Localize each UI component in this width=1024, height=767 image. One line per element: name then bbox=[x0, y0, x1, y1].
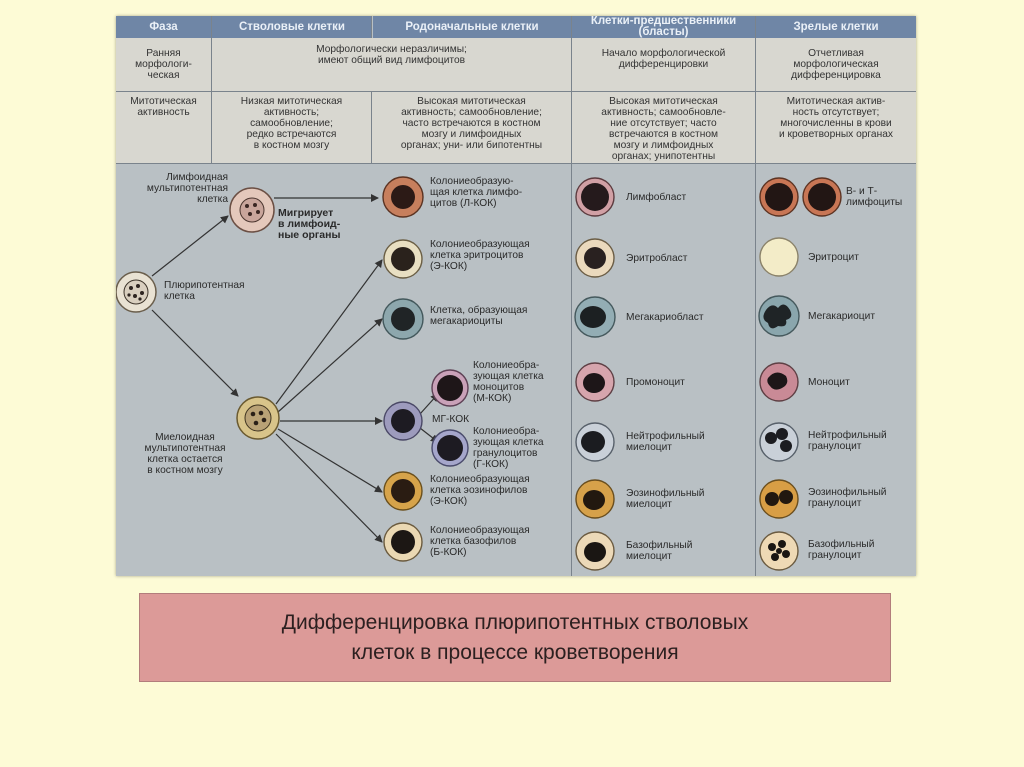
row-morphology-label: Ранняя морфологи- ческая bbox=[116, 38, 211, 91]
label-basophilic-myelocyte: Базофильный миелоцит bbox=[626, 540, 693, 562]
row-mitotic-progenitor: Высокая митотическая активность; самообн… bbox=[372, 92, 571, 164]
grid-line bbox=[116, 91, 916, 92]
differentiation-diagram: Лимфоидная мультипотентная клетка Мигрир… bbox=[116, 164, 916, 576]
label-pluripotent: Плюрипотентная клетка bbox=[164, 280, 245, 302]
lymphocyte-b-cell bbox=[759, 177, 799, 217]
row-mitotic-stem: Низкая митотическая активность; самообно… bbox=[212, 92, 371, 164]
mgkok-cell bbox=[383, 401, 423, 441]
label-lymphoblast: Лимфобласт bbox=[626, 192, 687, 203]
label-bkok: Колониеобразующая клетка базофилов (Б-КО… bbox=[430, 525, 530, 558]
diagram-graphics bbox=[116, 176, 842, 571]
row-morphology-stem: Морфологически неразличимы; имеют общий … bbox=[212, 38, 571, 91]
arrow-myeloid-to-mega bbox=[277, 318, 383, 413]
gkok-cell bbox=[431, 429, 469, 467]
erythroblast-cell bbox=[575, 238, 615, 278]
label-erythrocyte: Эритроцит bbox=[808, 252, 859, 263]
myeloid-multipotent-cell bbox=[236, 396, 280, 440]
arrow-pluripotent-to-myeloid bbox=[151, 309, 239, 397]
header-mature-cells: Зрелые клетки bbox=[756, 16, 916, 38]
bkok-cell bbox=[383, 522, 423, 562]
label-eosinophilic-myelocyte: Эозинофильный миелоцит bbox=[626, 488, 705, 510]
neutrophilic-granulocyte-cell bbox=[759, 422, 799, 462]
label-eosinophilic-granulocyte: Эозинофильный гранулоцит bbox=[808, 487, 887, 509]
grid-line bbox=[571, 16, 572, 576]
header-precursor-cells: Клетки-предшественники (бласты) bbox=[572, 16, 755, 38]
grid-line bbox=[116, 163, 916, 164]
row-morphology-mature: Отчетливая морфологическая дифференциров… bbox=[756, 38, 916, 91]
header-stem-cells: Стволовые клетки bbox=[212, 16, 372, 38]
header-progenitor-cells: Родоначальные клетки bbox=[373, 16, 571, 38]
lymphoblast-cell bbox=[575, 177, 615, 217]
caption-line-1: Дифференцировка плюрипотентных стволовых bbox=[281, 610, 749, 634]
label-gkok: Колониеобра- зующая клетка гранулоцитов … bbox=[473, 426, 544, 470]
eokok-cell bbox=[383, 471, 423, 511]
row-mitotic-label: Митотическая активность bbox=[116, 92, 211, 164]
promonocyte-cell bbox=[575, 362, 615, 402]
megakaryocyte-forming-cell bbox=[382, 298, 424, 340]
label-lkok: Колониеобразую- щая клетка лимфо- цитов … bbox=[430, 176, 523, 209]
label-basophilic-granulocyte: Базофильный гранулоцит bbox=[808, 539, 875, 561]
megakaryoblast-cell bbox=[574, 296, 616, 338]
grid-line bbox=[755, 16, 756, 576]
arrow-myeloid-to-bkok bbox=[275, 433, 383, 543]
megakaryocyte-cell bbox=[758, 295, 800, 337]
label-lymphoid: Лимфоидная мультипотентная клетка bbox=[146, 172, 228, 205]
header-phase: Фаза bbox=[116, 16, 211, 38]
row-mitotic-mature: Митотическая актив- ность отсутствует; м… bbox=[756, 92, 916, 164]
grid-line bbox=[371, 16, 372, 38]
label-lymphocytes: В- и Т- лимфоциты bbox=[846, 186, 903, 208]
ekok-cell bbox=[383, 239, 423, 279]
arrow-myeloid-to-eokok bbox=[277, 428, 383, 493]
caption-box: Дифференцировка плюрипотентных стволовых… bbox=[139, 593, 891, 682]
label-myeloid: Миелоидная мультипотентная клетка остает… bbox=[144, 432, 226, 476]
row-morphology-blast: Начало морфологической дифференцировки bbox=[572, 38, 755, 91]
label-mgkok: МГ-КОК bbox=[432, 414, 470, 425]
hematopoiesis-figure: Фаза Стволовые клетки Родоначальные клет… bbox=[116, 16, 916, 576]
label-mkok: Колониеобра- зующая клетка моноцитов (М-… bbox=[473, 360, 544, 404]
erythrocyte-cell bbox=[759, 237, 799, 277]
neutrophilic-myelocyte-cell bbox=[575, 422, 615, 462]
label-neutrophilic-granulocyte: Нейтрофильный гранулоцит bbox=[808, 430, 887, 452]
label-mega-forming: Клетка, образующая мегакариоциты bbox=[430, 305, 528, 327]
row-mitotic-blast: Высокая митотическая активность; самообн… bbox=[572, 92, 755, 164]
label-erythroblast: Эритробласт bbox=[626, 253, 688, 264]
basophilic-granulocyte-cell bbox=[759, 531, 799, 571]
label-neutrophilic-myelocyte: Нейтрофильный миелоцит bbox=[626, 431, 705, 453]
basophilic-myelocyte-cell bbox=[575, 531, 615, 571]
label-eokok: Колониеобразующая клетка эозинофилов (Э-… bbox=[430, 474, 530, 507]
lymphoid-multipotent-cell bbox=[229, 187, 275, 233]
eosinophilic-myelocyte-cell bbox=[575, 479, 615, 519]
eosinophilic-granulocyte-cell bbox=[759, 479, 799, 519]
pluripotent-cell bbox=[116, 271, 157, 313]
label-monocyte: Моноцит bbox=[808, 377, 850, 388]
lymphocyte-t-cell bbox=[802, 177, 842, 217]
caption-line-2: клеток в процессе кроветворения bbox=[351, 640, 679, 664]
grid-line bbox=[371, 92, 372, 164]
grid-line bbox=[211, 16, 212, 164]
mkok-cell bbox=[431, 369, 469, 407]
arrow-pluripotent-to-lymphoid bbox=[151, 215, 229, 277]
arrow-myeloid-to-ekok bbox=[275, 259, 383, 405]
monocyte-cell bbox=[759, 362, 799, 402]
label-megakaryoblast: Мегакариобласт bbox=[626, 312, 704, 323]
lkok-cell bbox=[382, 176, 424, 218]
label-megakaryocyte: Мегакариоцит bbox=[808, 311, 875, 322]
label-migrates: Мигрирует в лимфоид- ные органы bbox=[278, 207, 341, 241]
label-ekok: Колониеобразующая клетка эритроцитов (Э-… bbox=[430, 239, 530, 272]
label-promonocyte: Промоноцит bbox=[626, 377, 685, 388]
